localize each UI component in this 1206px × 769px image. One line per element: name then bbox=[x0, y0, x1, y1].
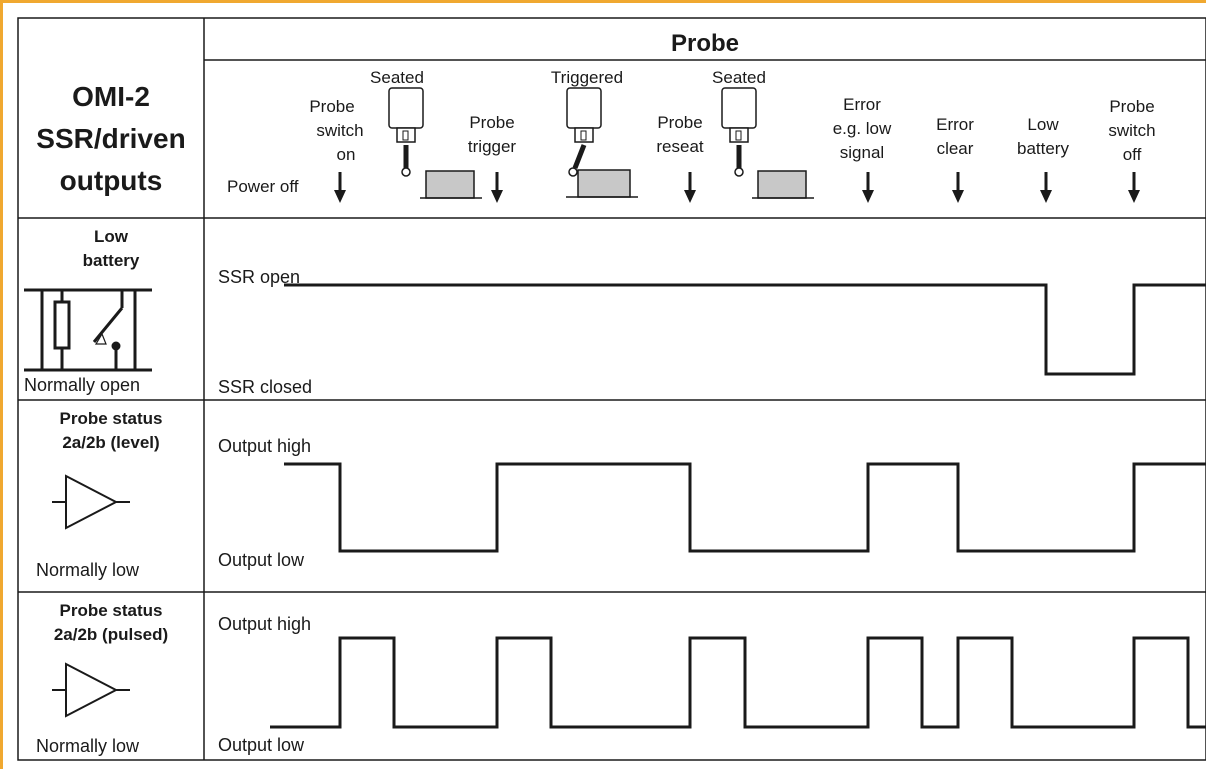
relay-icon bbox=[24, 288, 152, 372]
event-low-battery: battery bbox=[1017, 139, 1069, 158]
row-title: Probe status bbox=[60, 409, 163, 428]
event-seated: Seated bbox=[370, 68, 424, 87]
event-probe-switch-off: Probe bbox=[1109, 97, 1154, 116]
driver-icon bbox=[52, 474, 130, 530]
event-error-low-signal: e.g. low bbox=[833, 119, 892, 138]
table-grid bbox=[17, 17, 1206, 761]
row-note: Normally open bbox=[24, 375, 140, 395]
arrow-down-icon bbox=[1040, 172, 1052, 203]
event-labels: Power off Probe switch on Seated Probe t… bbox=[227, 68, 1156, 196]
row-title: battery bbox=[83, 251, 140, 270]
event-error-low-signal: Error bbox=[843, 95, 881, 114]
probe-seated-illustration bbox=[388, 87, 482, 199]
event-probe-switch-on: Probe bbox=[309, 97, 354, 116]
signal-waveform bbox=[284, 462, 1206, 553]
event-probe-switch-on: switch bbox=[316, 121, 363, 140]
signal-low-label: SSR closed bbox=[218, 377, 312, 397]
signal-high-label: SSR open bbox=[218, 267, 300, 287]
event-probe-reseat: reseat bbox=[656, 137, 704, 156]
arrow-down-icon bbox=[491, 172, 503, 203]
event-probe-switch-off: off bbox=[1123, 145, 1142, 164]
row-low-battery: Low battery Normally open SSR open SSR c… bbox=[24, 227, 1206, 397]
probe-title: Probe bbox=[671, 30, 739, 57]
event-arrows bbox=[334, 172, 1140, 203]
event-probe-trigger: Probe bbox=[469, 113, 514, 132]
left-title-line: OMI-2 bbox=[72, 81, 150, 112]
left-title-line: outputs bbox=[60, 165, 163, 196]
probe-seated-illustration bbox=[721, 87, 814, 199]
signal-waveform bbox=[284, 283, 1206, 376]
event-error-clear: Error bbox=[936, 115, 974, 134]
signal-high-label: Output high bbox=[218, 436, 311, 456]
row-note: Normally low bbox=[36, 736, 140, 756]
row-probe-status-level: Probe status 2a/2b (level) Normally low … bbox=[36, 409, 1206, 580]
row-title: 2a/2b (level) bbox=[62, 433, 159, 452]
event-probe-trigger: trigger bbox=[468, 137, 517, 156]
event-triggered: Triggered bbox=[551, 68, 623, 87]
event-probe-switch-off: switch bbox=[1108, 121, 1155, 140]
event-low-battery: Low bbox=[1027, 115, 1059, 134]
driver-icon bbox=[52, 662, 130, 718]
left-title-line: SSR/driven bbox=[36, 123, 185, 154]
event-seated: Seated bbox=[712, 68, 766, 87]
signal-high-label: Output high bbox=[218, 614, 311, 634]
event-power-off: Power off bbox=[227, 177, 299, 196]
event-error-low-signal: signal bbox=[840, 143, 884, 162]
event-probe-switch-on: on bbox=[337, 145, 356, 164]
event-probe-reseat: Probe bbox=[657, 113, 702, 132]
row-note: Normally low bbox=[36, 560, 140, 580]
row-probe-status-pulsed: Probe status 2a/2b (pulsed) Normally low… bbox=[36, 601, 1206, 756]
arrow-down-icon bbox=[334, 172, 346, 203]
row-title: Probe status bbox=[60, 601, 163, 620]
signal-low-label: Output low bbox=[218, 735, 305, 755]
signal-low-label: Output low bbox=[218, 550, 305, 570]
event-error-clear: clear bbox=[937, 139, 974, 158]
arrow-down-icon bbox=[1128, 172, 1140, 203]
row-title: 2a/2b (pulsed) bbox=[54, 625, 168, 644]
arrow-down-icon bbox=[952, 172, 964, 203]
row-title: Low bbox=[94, 227, 129, 246]
left-title: OMI-2 SSR/driven outputs bbox=[36, 81, 185, 196]
arrow-down-icon bbox=[862, 172, 874, 203]
signal-waveform bbox=[270, 636, 1206, 729]
arrow-down-icon bbox=[684, 172, 696, 203]
probe-triggered-illustration bbox=[566, 87, 638, 198]
